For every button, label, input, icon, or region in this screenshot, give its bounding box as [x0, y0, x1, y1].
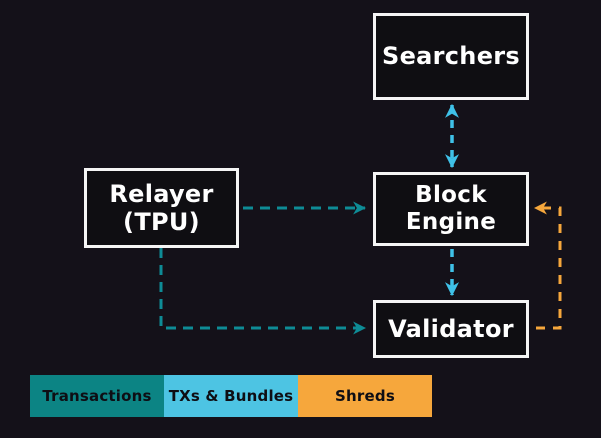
node-block-engine-label-line2: Engine — [405, 209, 497, 235]
node-searchers: Searchers — [373, 13, 529, 100]
edge-validator-blockengine — [533, 201, 562, 330]
legend-item-txs-bundles: TXs & Bundles — [164, 375, 298, 417]
node-searchers-label: Searchers — [381, 42, 520, 71]
node-relayer-label-line2: (TPU) — [123, 208, 200, 236]
legend-label-txs-bundles: TXs & Bundles — [168, 387, 294, 405]
node-validator: Validator — [373, 300, 529, 358]
node-validator-label: Validator — [388, 314, 514, 343]
node-block-engine-label-line1: Block — [415, 181, 487, 208]
legend-item-transactions: Transactions — [30, 375, 164, 417]
legend: Transactions TXs & Bundles Shreds — [30, 375, 432, 417]
node-relayer: Relayer (TPU) — [84, 168, 239, 248]
legend-label-transactions: Transactions — [42, 387, 152, 405]
edge-relayer-validator — [159, 248, 367, 335]
node-block-engine: Block Engine — [373, 172, 529, 246]
node-relayer-label-line1: Relayer — [109, 179, 214, 208]
legend-label-shreds: Shreds — [335, 387, 395, 405]
legend-item-shreds: Shreds — [298, 375, 432, 417]
